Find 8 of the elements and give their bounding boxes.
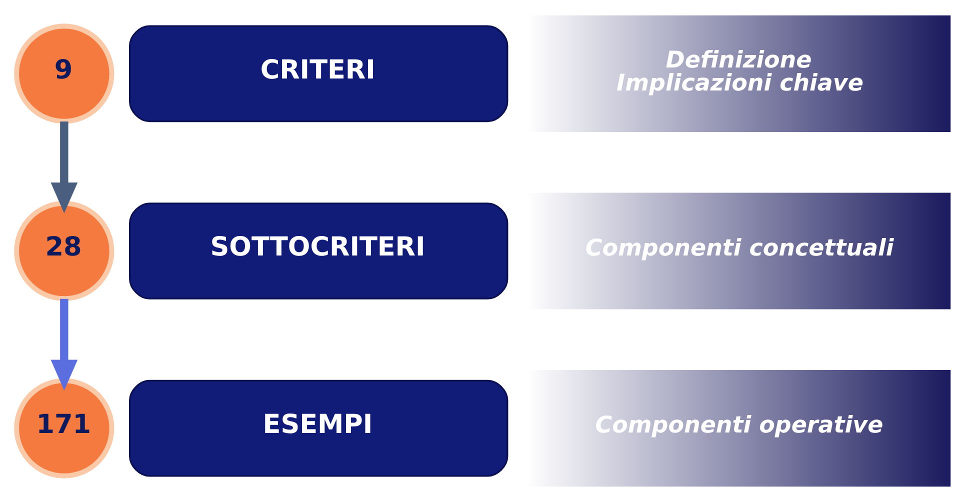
node-box: ESEMPI <box>128 380 508 477</box>
node-circle: 171 <box>14 378 114 478</box>
node-box: CRITERI <box>128 25 508 122</box>
node-circle: 9 <box>14 24 114 124</box>
arrow <box>50 298 78 390</box>
arrow <box>50 122 78 214</box>
node-circle: 28 <box>14 200 114 302</box>
node-box: SOTTOCRITERI <box>128 202 508 300</box>
